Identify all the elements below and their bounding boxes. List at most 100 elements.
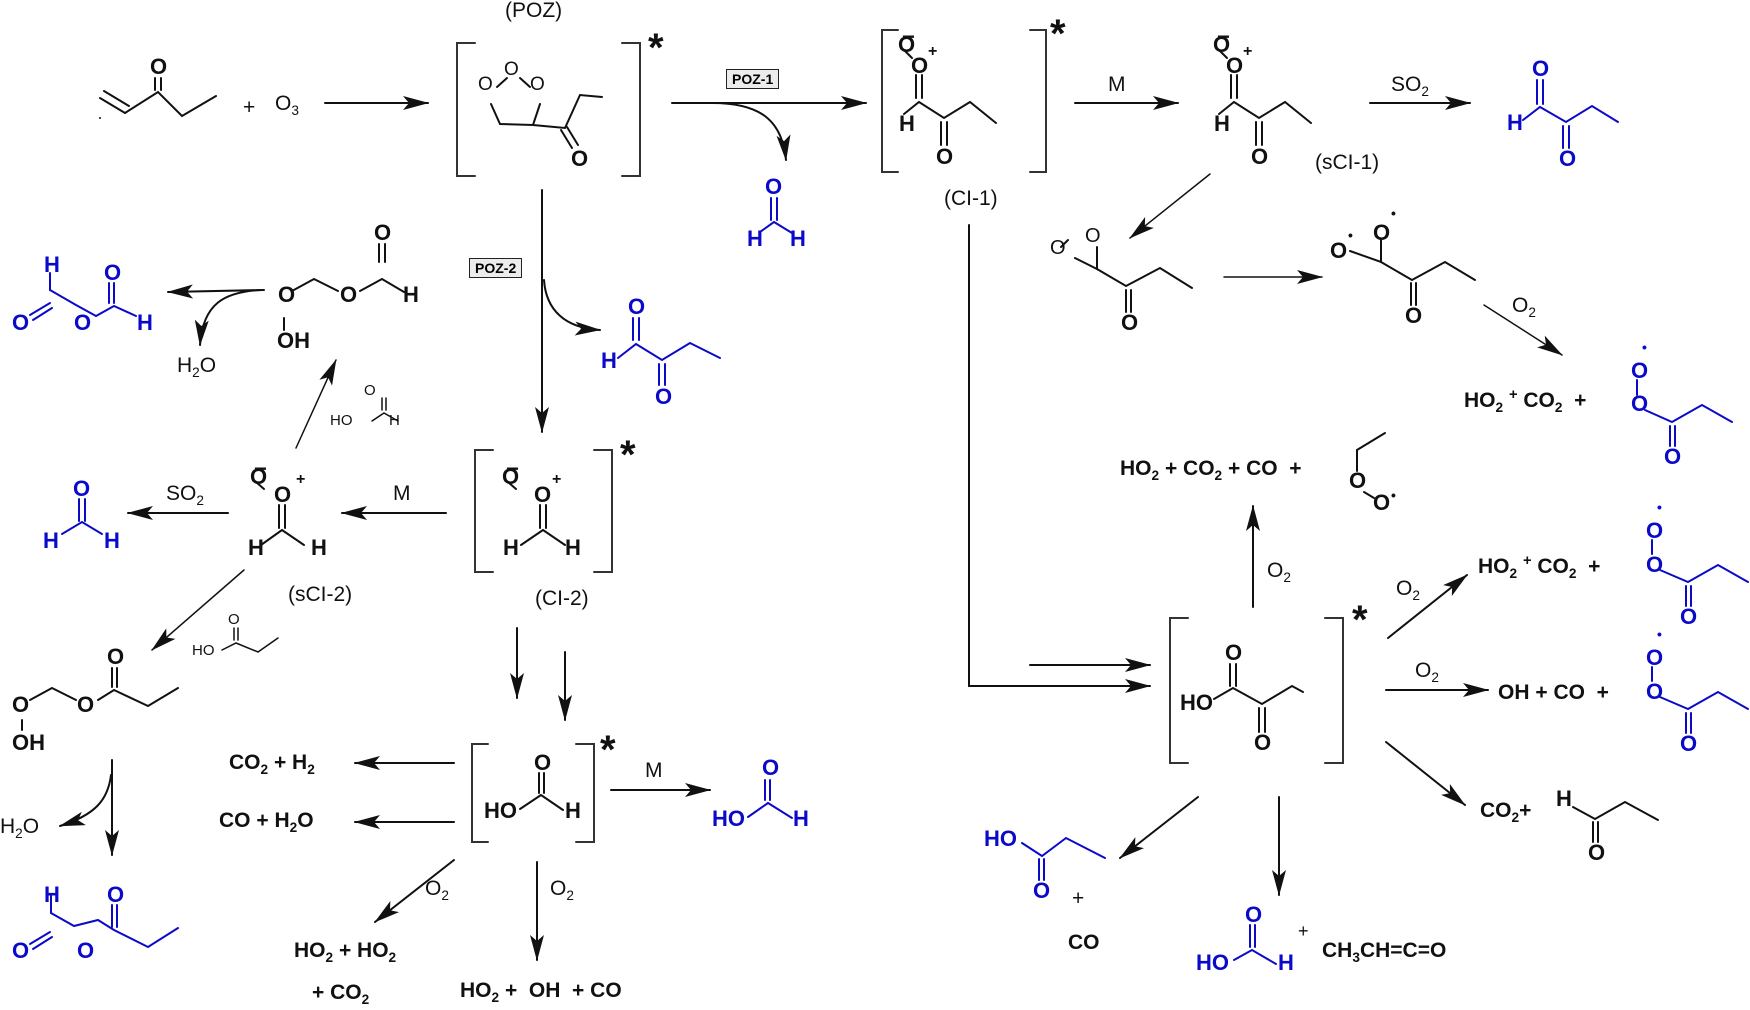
ci2-label: (CI-2): [535, 587, 589, 610]
arrow-formic-o2-left: [374, 859, 455, 923]
plus-sign: +: [243, 96, 256, 119]
arrow-poz2-branch: [543, 279, 601, 336]
atom-o: O: [1226, 53, 1244, 78]
sci2-label: (sCI-2): [288, 583, 353, 606]
atom-ho: HO: [330, 412, 353, 429]
atom-o: O: [1405, 303, 1423, 328]
ethyl-vinyl-ketone-bonds: [99, 77, 217, 119]
radical-dot: •: [1657, 499, 1662, 515]
atom-h: H: [248, 535, 264, 560]
atom-o: O: [1373, 220, 1391, 245]
atom-h: H: [137, 310, 153, 335]
atom-o: O: [762, 755, 780, 780]
bracket-formic-right: [575, 743, 595, 843]
atom-o: O: [655, 384, 673, 409]
poz1-badge: POZ-1: [726, 69, 780, 89]
peroxy-propanoyl-mid1-bonds: [1651, 539, 1749, 607]
ozone-label: O3: [275, 92, 299, 118]
methylglyoxal-mid-bonds: [617, 317, 721, 386]
radical-dot: •: [1391, 487, 1396, 503]
atom-o: O: [12, 938, 30, 963]
atom-o: O: [228, 611, 240, 628]
atom-o: O: [478, 74, 493, 95]
atom-h: H: [389, 412, 400, 429]
formaldehyde-left-bonds: [61, 498, 103, 535]
atom-h: H: [403, 282, 419, 307]
arrow-poz1-branch: [711, 102, 791, 161]
biradical-bonds: [1349, 239, 1476, 306]
atom-o: O: [1254, 730, 1272, 755]
radical-dot: •: [1642, 339, 1647, 355]
atom-o: O: [1631, 391, 1649, 416]
atom-o: O: [1251, 144, 1269, 169]
atom-o: O: [77, 938, 95, 963]
atom-o: O: [250, 464, 268, 489]
arrow-acid-co2-propanal: [1385, 741, 1466, 806]
atom-h: H: [503, 535, 519, 560]
atom-o: O: [911, 53, 929, 78]
atom-o: O: [74, 310, 92, 335]
atom-o: O: [1646, 679, 1664, 704]
plus-sign: +: [1298, 921, 1309, 941]
atom-o: O: [1646, 645, 1664, 670]
atom-h: H: [44, 252, 60, 277]
bracket-acid-right: [1324, 617, 1344, 764]
atom-o: O: [104, 260, 122, 285]
plus-sign: +: [1072, 887, 1085, 910]
water-label: H2O: [0, 815, 40, 841]
atom-o: O: [1680, 731, 1698, 756]
water-label: H2O: [177, 354, 217, 380]
arrow-acid-o2-upright: [1387, 574, 1468, 639]
condition-o2: O2: [1267, 559, 1291, 585]
propanal-bonds: [1572, 800, 1659, 843]
atom-h: H: [43, 528, 59, 553]
atom-h: H: [1507, 110, 1523, 135]
atom-o: O: [765, 174, 783, 199]
atom-o: O: [534, 750, 552, 775]
atom-o: O: [1349, 468, 1367, 493]
bracket-poz-right: [621, 42, 641, 177]
products-co2-h2: CO2 + H2: [229, 751, 315, 777]
ci1-bonds: [903, 49, 997, 146]
poz-label: (POZ): [505, 0, 563, 22]
sci1-label: (sCI-1): [1315, 151, 1380, 174]
ethylperoxy-bonds: [1356, 432, 1386, 499]
atom-o: O: [1085, 225, 1101, 247]
atom-o: O: [1050, 237, 1066, 259]
atom-ho: HO: [1196, 950, 1229, 975]
atom-o: O: [1588, 840, 1606, 865]
products-ho2-ho2: HO2 + HO2: [294, 939, 397, 965]
radical-dot: •: [1348, 227, 1353, 243]
oxobutanoic-acid-bonds: [1213, 663, 1304, 733]
products-ho2-co2-co: HO2 + CO2 + CO +: [1120, 457, 1302, 483]
excited-marker-ci1: *: [1050, 12, 1066, 56]
bracket-ci1-right: [1029, 29, 1047, 173]
atom-h: H: [311, 535, 327, 560]
arrow-acid-propanoic: [1119, 796, 1199, 859]
atom-o: O: [571, 146, 589, 171]
positive-charge: +: [928, 43, 938, 60]
atom-h: H: [747, 226, 763, 251]
condition-o2: O2: [550, 877, 574, 903]
atom-o: O: [374, 220, 392, 245]
products-co: CO: [1068, 931, 1100, 954]
atom-o: O: [1664, 444, 1682, 469]
atom-o: O: [1646, 518, 1664, 543]
condition-o2: O2: [1512, 294, 1536, 320]
positive-charge: +: [296, 471, 306, 488]
atom-h: H: [565, 798, 581, 823]
excited-marker-poz: *: [648, 26, 664, 70]
propanoic-acid-bottom-bonds: [1021, 836, 1106, 881]
atom-o: O: [73, 476, 91, 501]
atom-o: O: [107, 644, 125, 669]
hydroperoxymethyl-propanoate-bonds: [21, 667, 179, 731]
atom-ho: HO: [984, 826, 1017, 851]
condition-m: M: [645, 759, 663, 782]
atom-o: O: [628, 294, 646, 319]
atom-o: O: [1245, 902, 1263, 927]
excited-marker-ci2: *: [620, 433, 636, 477]
bracket-formic-left: [471, 743, 489, 843]
atom-o: O: [502, 464, 520, 489]
atom-h: H: [104, 528, 120, 553]
products-ho2-co2-top: HO2 + CO2 +: [1464, 387, 1587, 415]
